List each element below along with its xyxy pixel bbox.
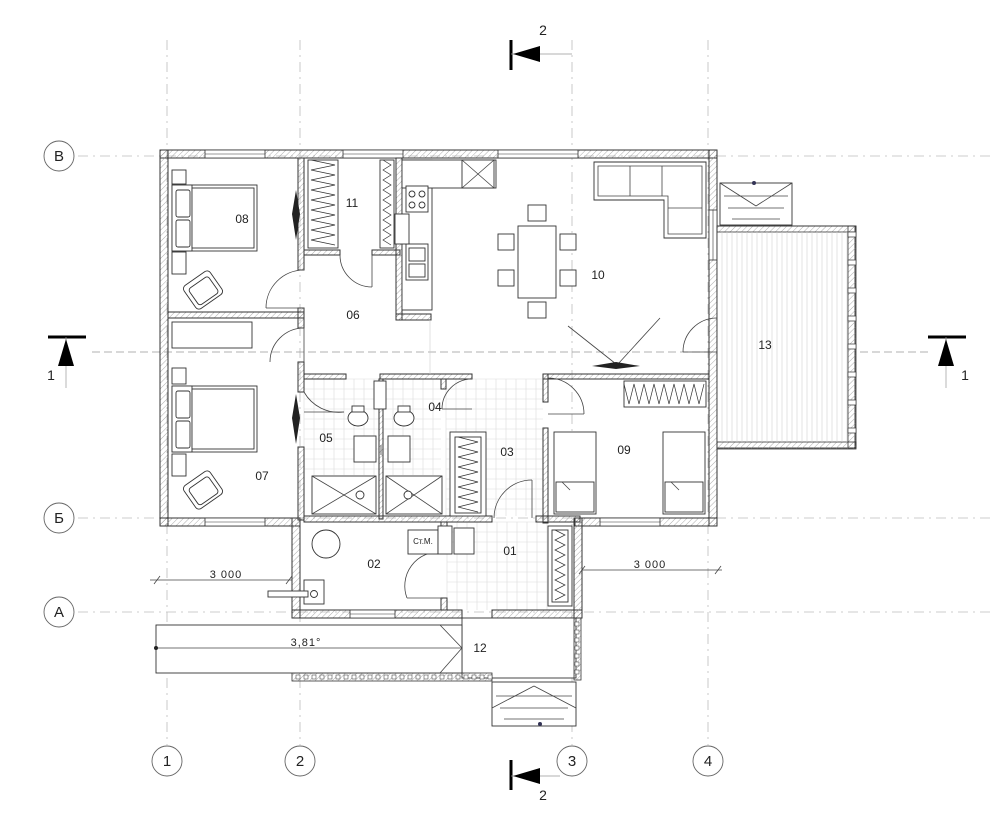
section-markers: 2 2 1 1 [47, 22, 969, 803]
tv-unit [429, 317, 661, 374]
svg-text:А: А [54, 604, 64, 621]
svg-text:1: 1 [163, 753, 171, 770]
svg-text:2: 2 [296, 753, 304, 770]
bedroom-07-furniture [171, 367, 300, 510]
washer-label: Ст.М. [413, 537, 433, 546]
room-02-furniture: Ст.М. [267, 525, 475, 605]
closet-11-furniture [307, 159, 395, 249]
room-04: 04 [428, 400, 442, 414]
windows [204, 149, 718, 619]
svg-text:В: В [54, 148, 64, 165]
svg-text:2: 2 [539, 787, 547, 803]
section-2-top: 2 [509, 22, 572, 70]
bathroom-fixtures [311, 380, 443, 515]
section-1-left: 1 [47, 335, 86, 388]
room-09: 09 [617, 443, 631, 457]
svg-text:1: 1 [961, 367, 969, 383]
svg-text:2: 2 [539, 22, 547, 38]
axis-column-4: 4 [692, 745, 724, 777]
dim-right: 3 000 [634, 559, 667, 571]
section-1-right: 1 [928, 335, 969, 388]
axis-column-3: 3 [556, 745, 588, 777]
dim-left: 3 000 [210, 569, 243, 581]
dining-set [497, 204, 577, 319]
axis-column-1: 1 [151, 745, 183, 777]
room-07: 07 [255, 469, 269, 483]
axis-row-v: В [43, 140, 75, 172]
room-03: 03 [500, 445, 514, 459]
room-11: 11 [346, 196, 359, 210]
room-09-furniture [553, 380, 707, 515]
svg-text:1: 1 [47, 367, 55, 383]
ramp-slope: 3,81° [291, 637, 322, 649]
svg-text:Б: Б [54, 510, 64, 527]
bedroom-08-furniture [171, 169, 300, 310]
axis-markers: 1 2 3 4 В Б А [43, 140, 724, 777]
svg-text:4: 4 [704, 753, 712, 770]
wardrobe-01 [547, 525, 573, 607]
terrace-13 [716, 225, 857, 450]
room-08: 08 [235, 212, 249, 226]
room-02: 02 [367, 557, 381, 571]
wardrobe-08-07 [171, 321, 253, 349]
dimension-lines [150, 565, 722, 585]
room-06: 06 [346, 308, 360, 322]
section-2-bottom: 2 [509, 760, 560, 803]
room-labels: 01 02 03 04 05 06 07 08 09 10 11 12 13 [235, 196, 772, 655]
room-01: 01 [503, 544, 517, 558]
axis-column-2: 2 [284, 745, 316, 777]
wardrobe-03 [449, 431, 487, 517]
axis-row-b: Б [43, 502, 75, 534]
porch-12 [291, 617, 582, 727]
dimension-texts: 3 000 3 000 3,81° [210, 559, 667, 649]
axis-row-a: А [43, 596, 75, 628]
doors [265, 254, 718, 661]
room-13: 13 [758, 338, 772, 352]
room-05: 05 [319, 431, 333, 445]
corner-sofa [593, 161, 707, 239]
svg-text:3: 3 [568, 753, 576, 770]
terrace-steps [719, 181, 793, 226]
room-10: 10 [591, 268, 605, 282]
kitchen-furniture [394, 159, 497, 311]
room-12: 12 [473, 641, 487, 655]
ramp [154, 624, 463, 674]
